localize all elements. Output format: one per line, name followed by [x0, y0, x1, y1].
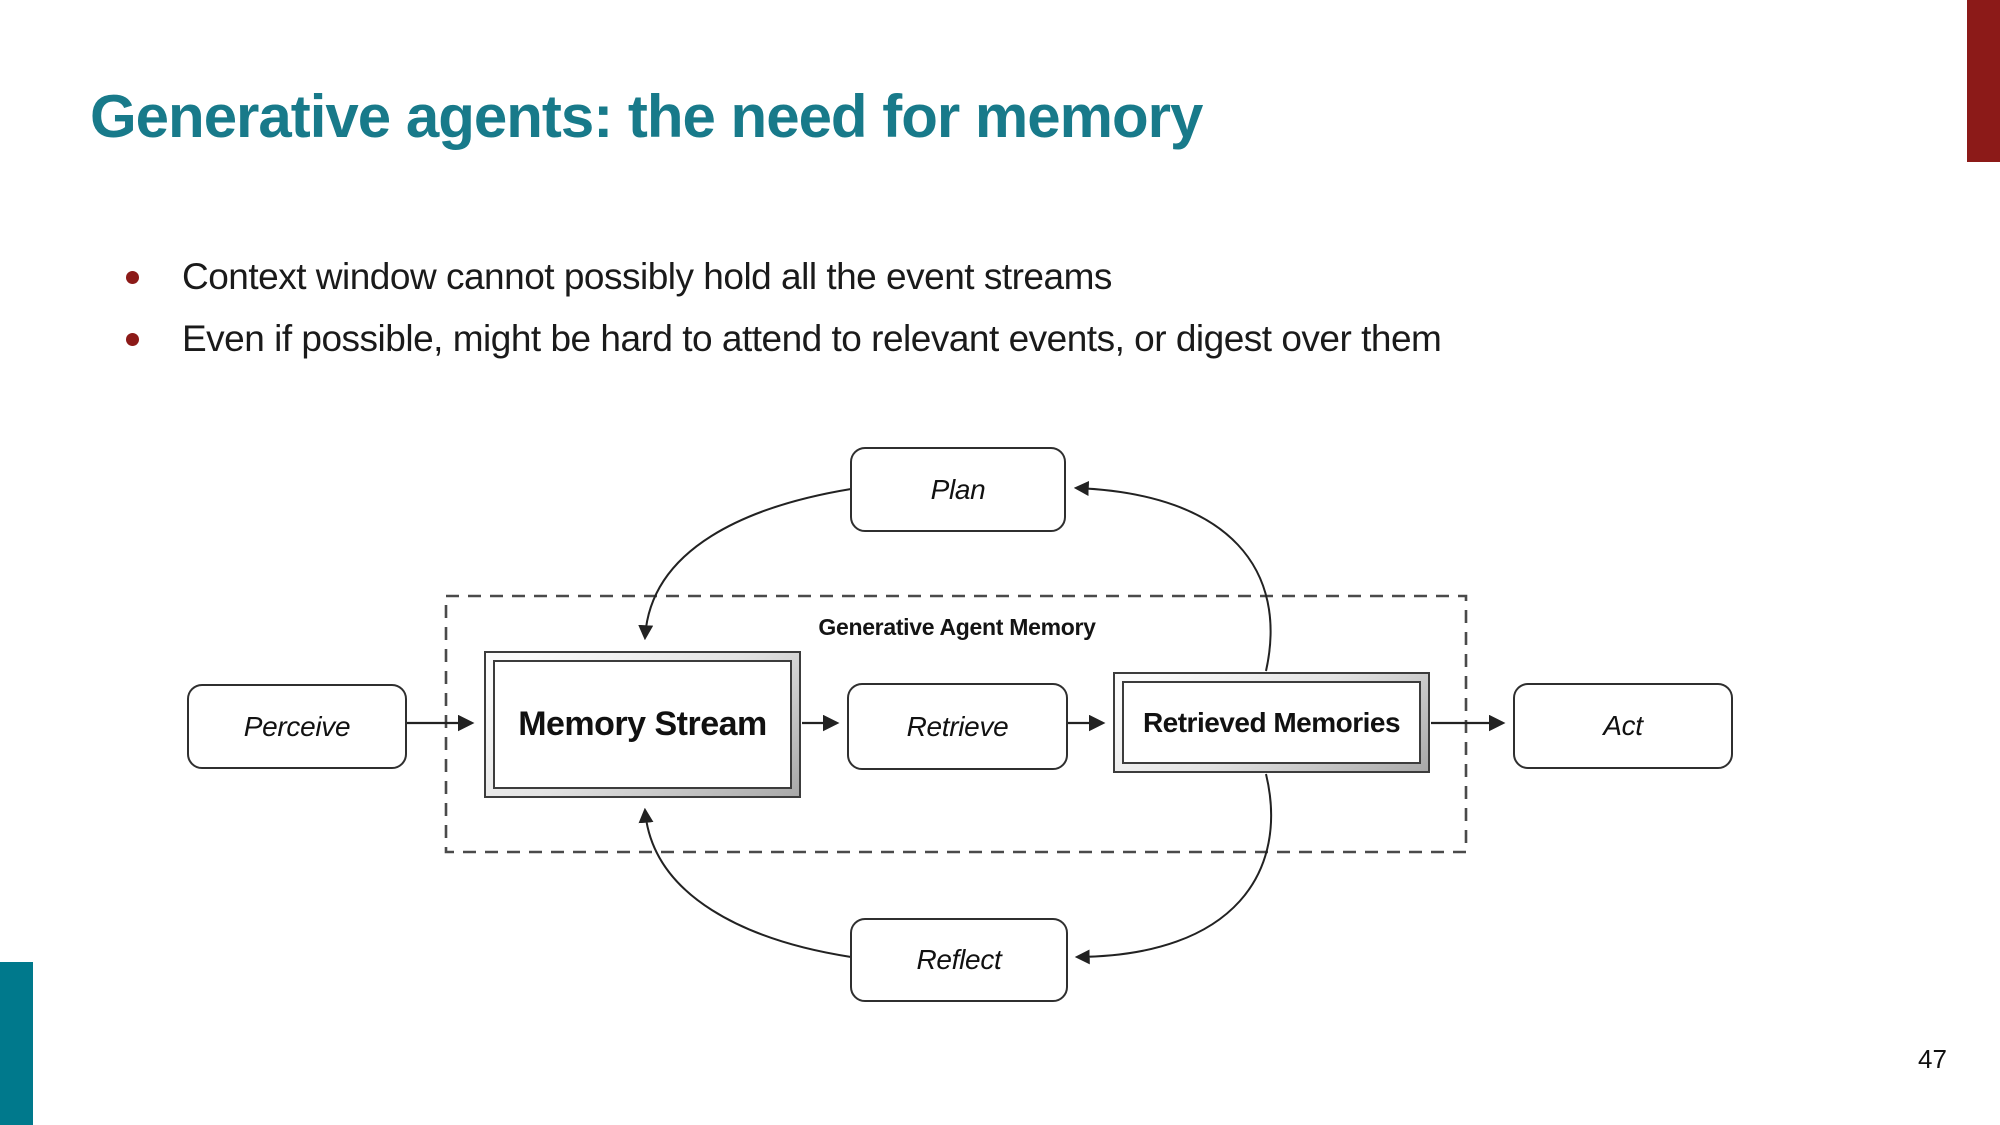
node-memory-stream-label: Memory Stream [493, 660, 792, 789]
arrow-retrieved-memories-to-plan [1073, 481, 1272, 672]
bullet-item: Even if possible, might be hard to atten… [126, 308, 1886, 370]
node-retrieved-memories: Retrieved Memories [1113, 672, 1430, 773]
accent-bar-top-right [1967, 0, 2000, 162]
arrow-reflect-to-memory-stream [638, 807, 852, 958]
slide-title: Generative agents: the need for memory [90, 83, 1203, 150]
node-retrieved-memories-label: Retrieved Memories [1122, 681, 1421, 764]
node-plan-label: Plan [930, 473, 986, 505]
arrow-plan-to-memory-stream [638, 488, 852, 641]
node-retrieve: Retrieve [847, 683, 1068, 770]
bullet-item: Context window cannot possibly hold all … [126, 246, 1886, 308]
node-reflect: Reflect [850, 918, 1068, 1002]
bullet-text: Context window cannot possibly hold all … [182, 256, 1112, 297]
node-act: Act [1513, 683, 1733, 769]
bullet-list: Context window cannot possibly hold all … [126, 246, 1886, 370]
bullet-text: Even if possible, might be hard to atten… [182, 318, 1442, 359]
bullet-dot-icon [126, 270, 139, 284]
node-act-label: Act [1603, 710, 1643, 741]
node-plan: Plan [850, 447, 1066, 532]
node-reflect-label: Reflect [916, 944, 1002, 975]
arrow-retrieved-memories-to-reflect [1074, 773, 1273, 965]
accent-bar-bottom-left [0, 962, 33, 1125]
page-number: 47 [1918, 1044, 1947, 1074]
node-perceive-label: Perceive [243, 710, 351, 742]
node-perceive: Perceive [187, 684, 407, 769]
node-memory-stream: Memory Stream [484, 651, 801, 798]
node-retrieve-label: Retrieve [906, 710, 1009, 742]
bullet-dot-icon [126, 332, 139, 346]
memory-boundary-label: Generative Agent Memory [818, 614, 1096, 640]
